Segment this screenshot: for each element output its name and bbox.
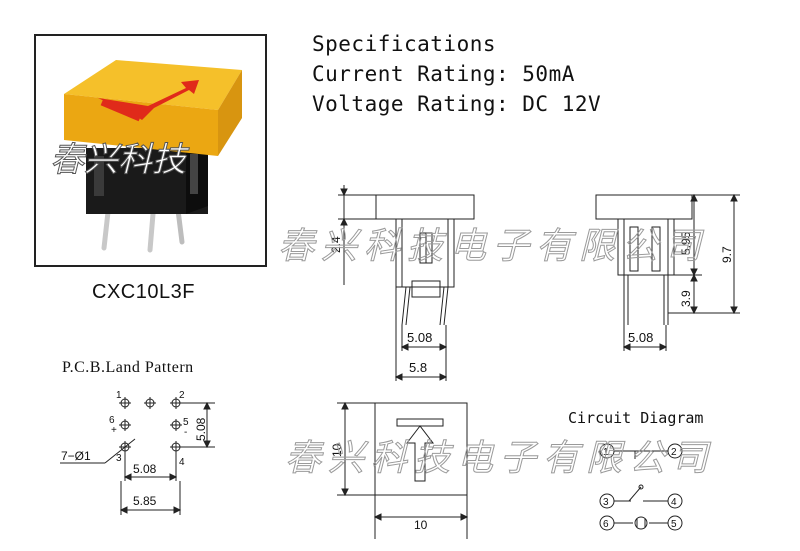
side-dim-width: 5.8 (409, 360, 427, 375)
pcb-pin-3: 3 (116, 453, 122, 464)
front-dim-upper: 5.95 (679, 231, 693, 255)
pcb-land-pattern: 1 2 3 4 5 6 + - 7−Ø1 5.08 5.08 5.85 (60, 390, 215, 515)
pcb-pin-6: 6 (109, 415, 115, 426)
pcb-dim-outer: 5.85 (133, 494, 157, 508)
side-view-drawing: 2.4 5.08 5.8 (329, 185, 475, 381)
pcb-dim-inner: 5.08 (133, 462, 157, 476)
side-dim-pin-spacing: 5.08 (407, 330, 432, 345)
circuit-diagram: 1 2 3 4 6 5 (599, 443, 683, 531)
pcb-hole-note: 7−Ø1 (61, 449, 91, 463)
top-dim-height: 10 (330, 443, 344, 457)
top-dim-width: 10 (414, 518, 428, 532)
circuit-node-6: 6 (603, 519, 609, 530)
product-photo-drawing: 春兴科技 (50, 60, 242, 253)
pcb-pin-5: 5 (183, 417, 189, 428)
circuit-node-3: 3 (603, 497, 609, 508)
photo-watermark: 春兴科技 (50, 140, 190, 180)
pcb-dim-vertical: 5.08 (194, 417, 208, 441)
circuit-node-1: 1 (603, 447, 609, 458)
spec-voltage-rating: Voltage Rating: DC 12V (312, 92, 602, 116)
circuit-node-5: 5 (671, 519, 677, 530)
model-number: CXC10L3F (92, 281, 195, 303)
pcb-pin-2: 2 (179, 390, 185, 401)
pcb-pin-1: 1 (116, 390, 122, 401)
pcb-minus-sign: - (184, 427, 187, 438)
spec-current-rating: Current Rating: 50mA (312, 62, 575, 86)
circuit-node-2: 2 (671, 447, 677, 458)
spec-title: Specifications (312, 32, 497, 56)
pcb-title: P.C.B.Land Pattern (62, 359, 194, 376)
top-view-drawing: 10 10 (330, 401, 469, 539)
circuit-node-4: 4 (671, 497, 677, 508)
pcb-pin-4: 4 (179, 457, 185, 468)
pcb-plus-sign: + (111, 425, 117, 436)
front-dim-pin-spacing: 5.08 (628, 330, 653, 345)
front-view-drawing: 5.95 9.7 3.9 5.08 (595, 193, 740, 351)
circuit-title: Circuit Diagram (568, 409, 704, 427)
product-photo: 春兴科技 (34, 34, 267, 267)
front-dim-total: 9.7 (720, 246, 734, 263)
front-dim-pin-length: 3.9 (679, 290, 693, 307)
side-dim-height: 2.4 (329, 236, 343, 253)
